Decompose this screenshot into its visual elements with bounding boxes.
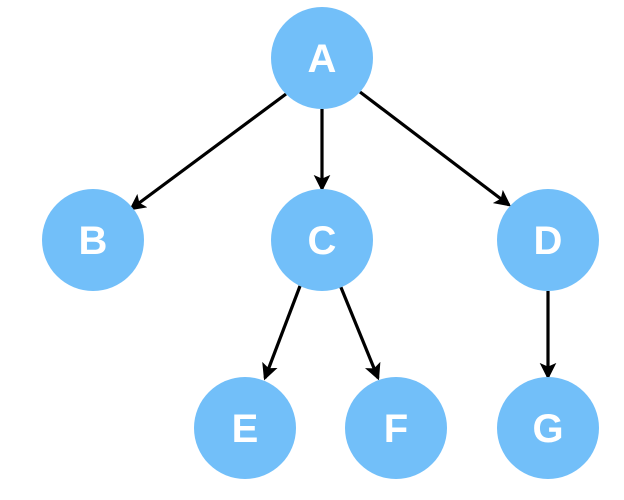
node-a-label: A xyxy=(308,37,337,81)
node-f-circle[interactable] xyxy=(345,377,447,479)
node-e-label: E xyxy=(232,407,259,451)
edges-layer xyxy=(128,90,557,381)
node-d-circle[interactable] xyxy=(497,189,599,291)
node-c-circle[interactable] xyxy=(271,189,373,291)
nodes-layer: A B C D E F G xyxy=(42,7,599,479)
node-f[interactable]: F xyxy=(345,377,447,479)
edge-c-to-f xyxy=(338,284,381,381)
node-b-circle[interactable] xyxy=(42,189,144,291)
node-f-label: F xyxy=(384,407,408,451)
edge-a-to-d xyxy=(359,90,512,207)
node-e[interactable]: E xyxy=(194,377,296,479)
edge-c-to-e xyxy=(262,285,302,381)
node-g-circle[interactable] xyxy=(497,377,599,479)
node-e-circle[interactable] xyxy=(194,377,296,479)
node-c-label: C xyxy=(308,219,337,263)
node-b[interactable]: B xyxy=(42,189,144,291)
node-a[interactable]: A xyxy=(271,7,373,109)
node-g-label: G xyxy=(532,407,563,451)
node-d-label: D xyxy=(534,219,563,263)
node-g[interactable]: G xyxy=(497,377,599,479)
node-a-circle[interactable] xyxy=(271,7,373,109)
edge-a-to-b xyxy=(128,92,287,211)
node-c[interactable]: C xyxy=(271,189,373,291)
node-b-label: B xyxy=(79,219,108,263)
node-d[interactable]: D xyxy=(497,189,599,291)
